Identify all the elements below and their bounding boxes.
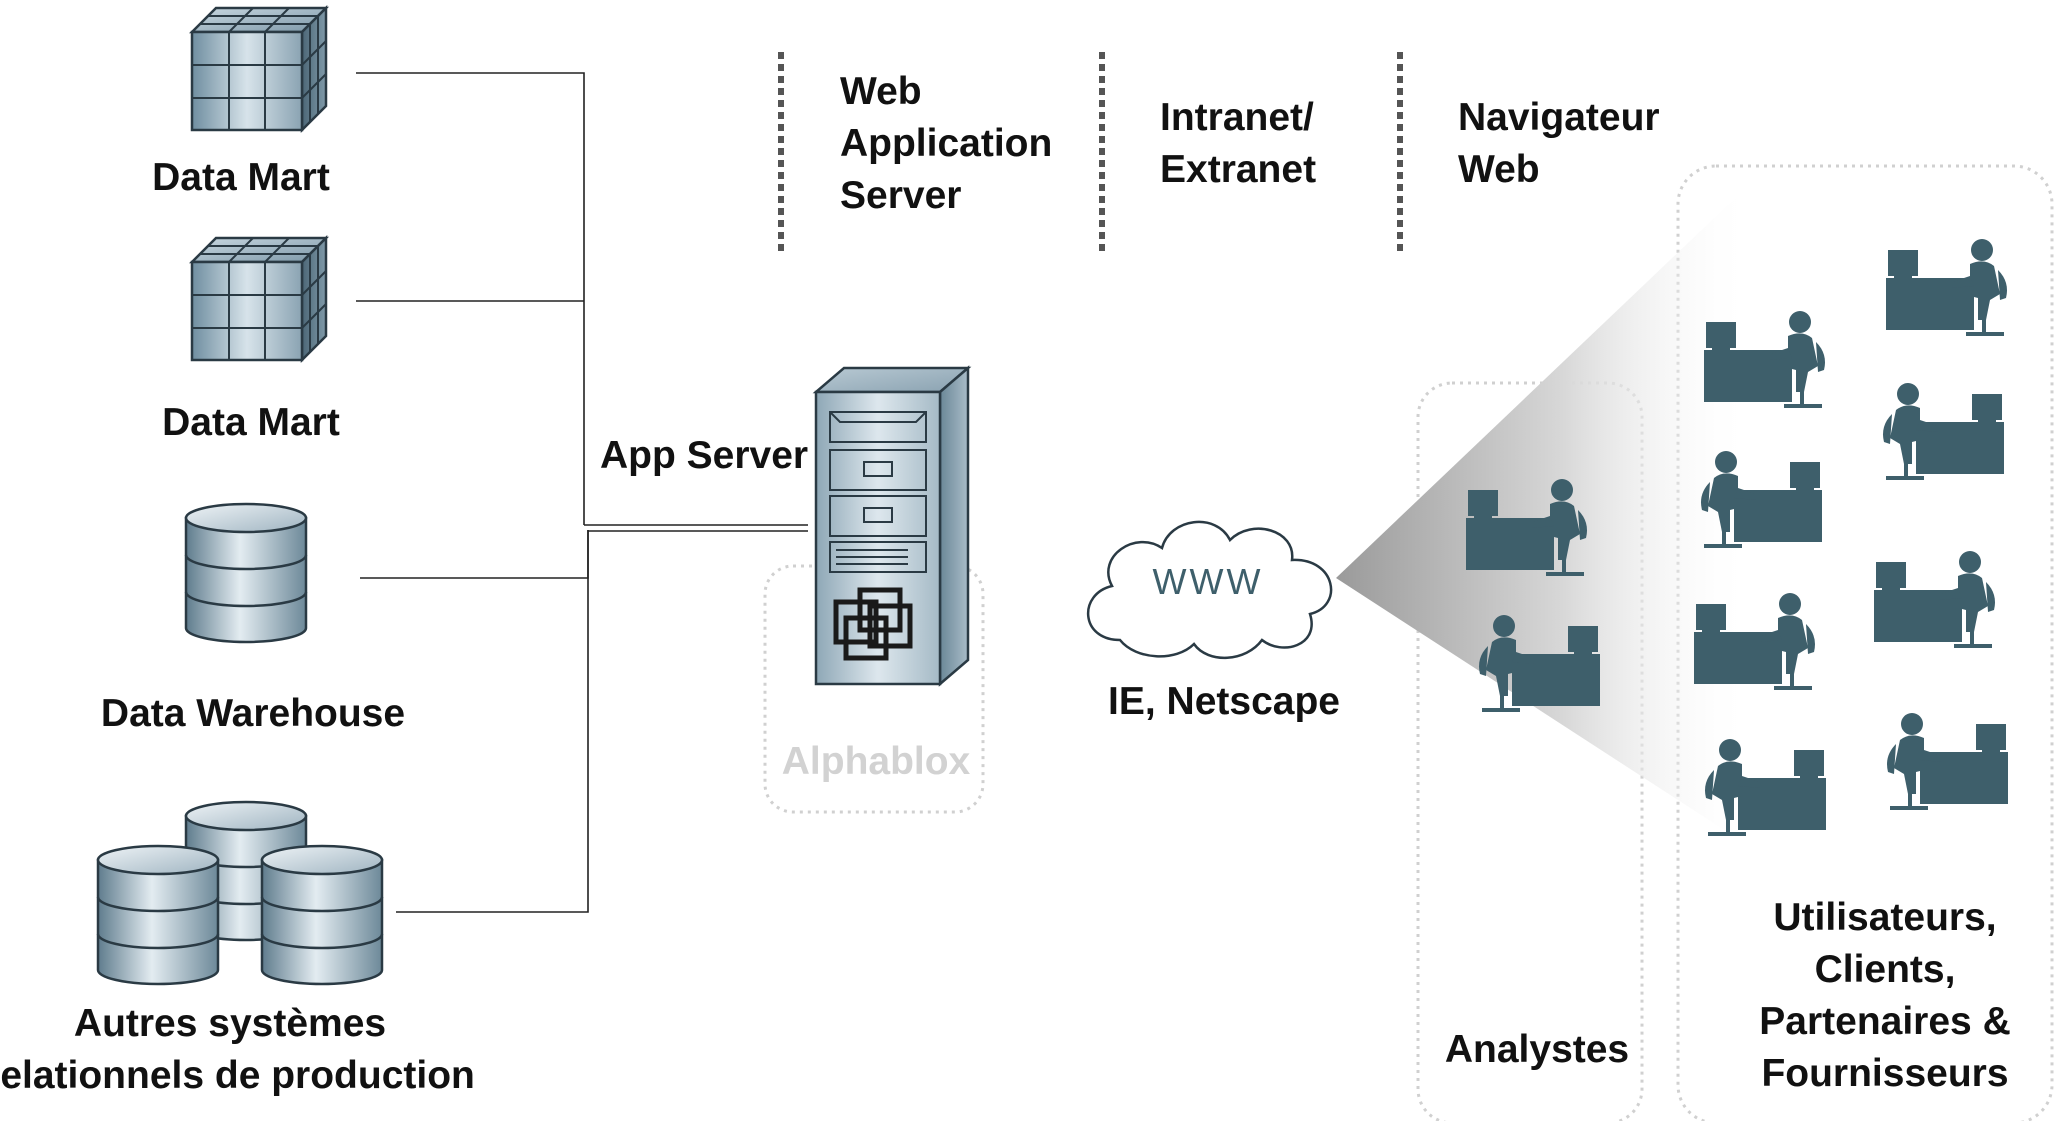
production-label-line1: Autres systèmes (73, 1002, 387, 1045)
cloud-text: WWW (1152, 561, 1264, 602)
database-icon (184, 502, 308, 644)
users-label-line: Utilisateurs, (1773, 896, 1997, 939)
users-label-line: Partenaires & (1759, 1000, 2011, 1043)
warehouse-label: Data Warehouse (100, 692, 406, 735)
user-icon (1884, 237, 2009, 336)
column-line: Application (840, 122, 1053, 165)
column-label-intranet: Intranet/ Extranet (1160, 92, 1316, 196)
users-label-line: Fournisseurs (1761, 1052, 2009, 1095)
connector-production (396, 530, 589, 913)
user-icon (1872, 549, 1997, 648)
column-line: Web (840, 70, 922, 113)
user-icon (1692, 591, 1817, 690)
column-line: Web (1458, 148, 1540, 191)
server-tower-icon (812, 365, 972, 687)
analysts-label: Analystes (1444, 1028, 1630, 1071)
connector-datamart1 (356, 72, 585, 525)
column-line: Navigateur (1458, 96, 1660, 139)
users-label-line: Clients, (1814, 948, 1956, 991)
cube-icon (188, 234, 330, 364)
column-label-browser: Navigateur Web (1458, 92, 1660, 196)
column-label-web-app-server: Web Application Server (840, 66, 1052, 222)
cube-icon (188, 4, 330, 134)
user-icon (1881, 381, 2006, 480)
column-line: Intranet/ (1160, 96, 1314, 139)
alphablox-label: Alphablox (781, 740, 971, 783)
column-line: Server (840, 174, 962, 217)
cloud-caption: IE, Netscape (1108, 680, 1340, 723)
user-icon (1885, 711, 2010, 810)
app-server-label: App Server (600, 434, 809, 477)
user-icon (1702, 309, 1827, 408)
datamart2-label: Data Mart (162, 401, 340, 444)
column-dividers (778, 52, 1403, 252)
connector-lines (356, 72, 808, 913)
users-label: Utilisateurs, Clients, Partenaires & Fou… (1759, 892, 2010, 1100)
production-label: Autres systèmes relationnels de producti… (0, 998, 475, 1102)
datamart1-label: Data Mart (152, 156, 330, 199)
connector-warehouse (360, 530, 589, 579)
broadcast-beam (1336, 182, 1752, 848)
database-stack-icon (96, 800, 384, 986)
column-line: Extranet (1160, 148, 1317, 191)
cloud-icon (1086, 520, 1333, 659)
alphablox-logo-icon (833, 587, 913, 661)
production-label-line2: relationnels de production (0, 1054, 475, 1097)
